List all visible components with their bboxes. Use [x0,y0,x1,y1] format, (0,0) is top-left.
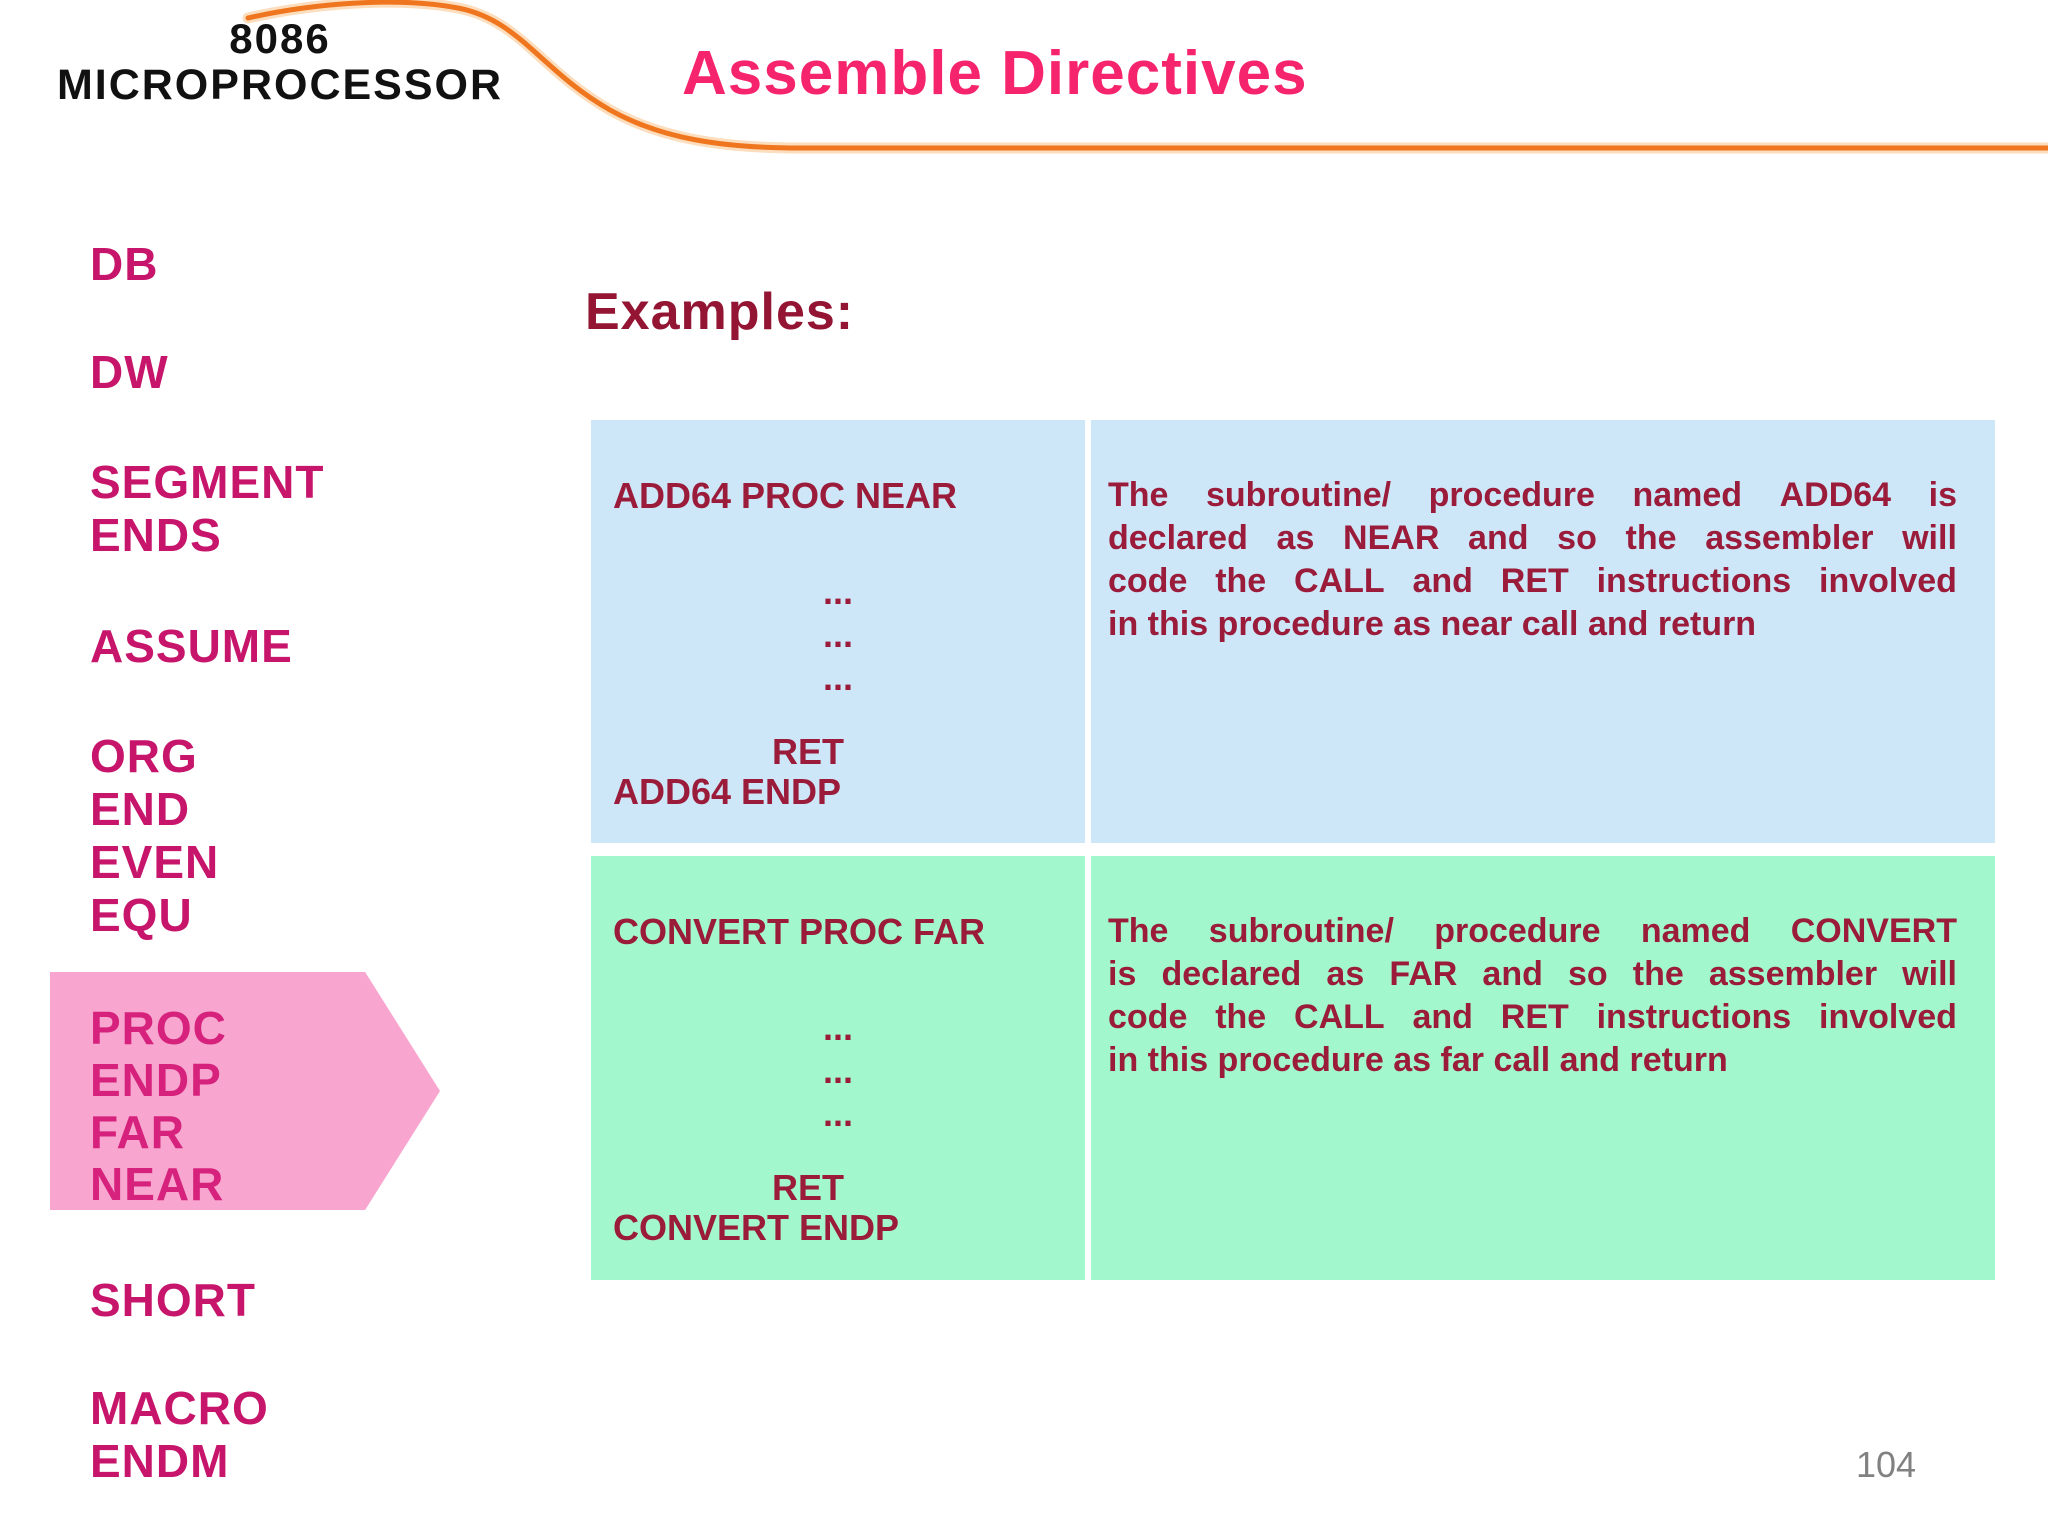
sidebar-item-equ: EQU [90,889,193,941]
code-line-proc-near: ADD64 PROC NEAR [613,475,958,516]
sidebar-item-endp: ENDP [90,1054,222,1106]
sidebar-item-label: ASSUME [90,620,293,672]
code-line-dots: ... [822,1093,853,1134]
card-column-divider [1085,420,1091,843]
examples-heading: Examples: [585,283,855,341]
code-line-dots: ... [822,1007,853,1048]
sidebar-item-proc: PROC [90,1002,227,1054]
code-column: ADD64 PROC NEAR ... ... ... RET ADD64 EN… [591,420,1085,843]
sidebar-item-far: FAR [90,1106,185,1158]
sidebar-group-segment-ends: SEGMENT ENDS [90,456,324,562]
code-line-dots: ... [822,657,853,698]
page-title: Assemble Directives [682,39,1308,108]
header-swoosh-line [242,0,2048,154]
example-card-far: CONVERT PROC FAR ... ... ... RET CONVERT… [591,856,1995,1280]
sidebar-item-assume: ASSUME [90,620,293,673]
proc-arrow-items: PROC ENDP FAR NEAR [50,972,440,1210]
code-line-dots: ... [822,571,853,612]
page-number: 104 [1856,1444,1917,1485]
code-line-dots: ... [822,1050,853,1091]
code-line-ret: RET [772,1167,844,1208]
logo-line-1: 8086 [229,15,331,62]
sidebar-item-ends: ENDS [90,509,222,561]
code-line-endp: ADD64 ENDP [613,771,842,812]
sidebar-item-dw: DW [90,346,169,399]
sidebar-item-end: END [90,783,191,835]
logo-line-2: MICROPROCESSOR [56,61,504,110]
code-line-dots: ... [822,614,853,655]
code-line-endp: CONVERT ENDP [613,1207,900,1248]
sidebar-item-macro: MACRO [90,1382,269,1434]
sidebar-item-org: ORG [90,730,198,782]
sidebar-item-endm: ENDM [90,1435,230,1487]
header-logo: 8086 MICROPROCESSOR [40,15,520,110]
card-column-divider [1085,856,1091,1280]
sidebar-item-db: DB [90,238,158,291]
sidebar-item-label: SHORT [90,1274,256,1326]
sidebar-item-label: DB [90,238,159,290]
code-line-ret: RET [772,731,844,772]
sidebar-item-even: EVEN [90,836,220,888]
sidebar-item-short: SHORT [90,1274,256,1327]
sidebar-item-segment: SEGMENT [90,456,325,508]
proc-highlight-arrow: PROC ENDP FAR NEAR [50,972,440,1210]
code-line-proc-far: CONVERT PROC FAR [613,911,986,952]
code-column: CONVERT PROC FAR ... ... ... RET CONVERT… [591,856,1085,1280]
example-card-near: ADD64 PROC NEAR ... ... ... RET ADD64 EN… [591,420,1995,843]
sidebar-group-macro-endm: MACRO ENDM [90,1382,269,1488]
sidebar-item-near: NEAR [90,1158,225,1210]
sidebar-group-org-end-even-equ: ORG END EVEN EQU [90,730,219,942]
sidebar-item-label: DW [90,346,169,398]
